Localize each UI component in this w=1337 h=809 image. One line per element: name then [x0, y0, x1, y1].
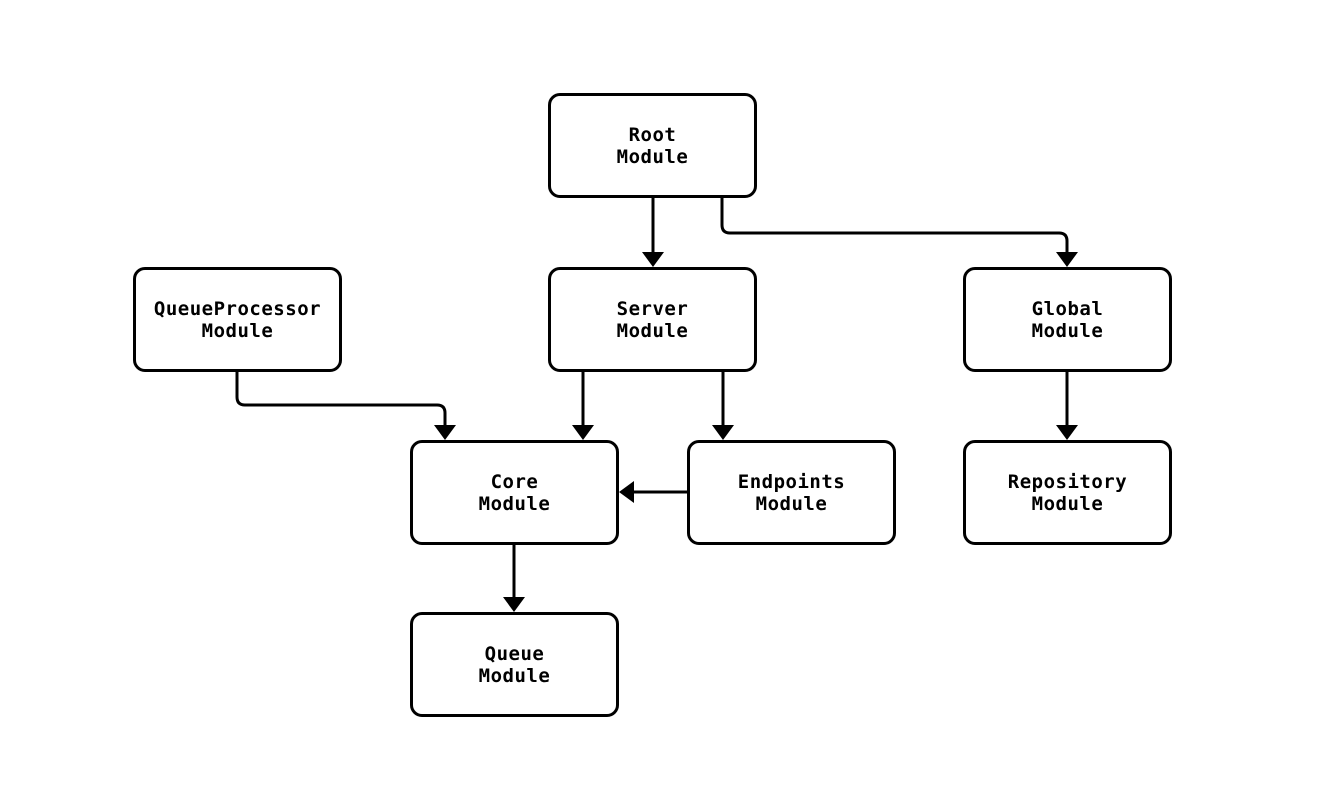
- arrowhead-endpoints-to-core: [619, 481, 634, 503]
- node-global-module: Global Module: [963, 267, 1172, 372]
- edge-root-to-global: [720, 198, 1069, 252]
- arrowhead-root-to-global: [1056, 252, 1078, 267]
- arrowhead-core-to-queue: [503, 597, 525, 612]
- arrowhead-queue-processor-to-core: [434, 425, 456, 440]
- arrowhead-server-to-endpoints: [712, 425, 734, 440]
- node-repository-module: Repository Module: [963, 440, 1172, 545]
- arrowhead-global-to-repository: [1056, 425, 1078, 440]
- node-queue-module: Queue Module: [410, 612, 619, 717]
- node-root-module: Root Module: [548, 93, 757, 198]
- arrowhead-root-to-server: [642, 252, 664, 267]
- node-core-module: Core Module: [410, 440, 619, 545]
- node-endpoints-module: Endpoints Module: [687, 440, 896, 545]
- node-queueprocessor-module: QueueProcessor Module: [133, 267, 342, 372]
- arrowhead-server-to-core: [572, 425, 594, 440]
- edge-queue-processor-to-core: [235, 372, 447, 425]
- node-server-module: Server Module: [548, 267, 757, 372]
